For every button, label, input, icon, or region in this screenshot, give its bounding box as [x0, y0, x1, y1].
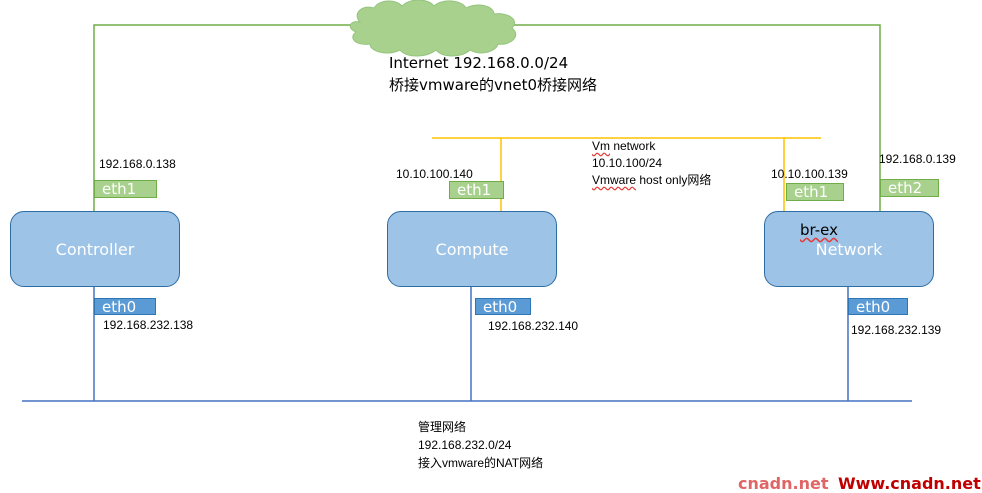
watermark-right: Www.cnadn.net — [838, 474, 981, 493]
compute-node: Compute — [387, 211, 557, 287]
br-ex-label: br-ex — [800, 221, 838, 239]
watermark-left: cnadn.net — [738, 474, 829, 493]
network-eth1-ip: 10.10.100.139 — [771, 167, 848, 181]
management-subnet: 192.168.232.0/24 — [418, 438, 512, 452]
controller-eth1-ip: 192.168.0.138 — [99, 157, 176, 171]
compute-label: Compute — [435, 239, 509, 259]
internet-bridge-note: 桥接vmware的vnet0桥接网络 — [389, 76, 598, 94]
network-eth2-badge: eth2 — [880, 179, 939, 197]
controller-label: Controller — [55, 239, 135, 259]
controller-eth0-badge: eth0 — [94, 298, 156, 315]
network-node: Network — [764, 211, 934, 287]
compute-eth0-badge: eth0 — [475, 298, 531, 315]
network-eth0-badge: eth0 — [848, 298, 908, 315]
vm-network-description: Vm network 10.10.100/24 Vmware host only… — [592, 138, 711, 189]
internet-description: Internet 192.168.0.0/24 桥接vmware的vnet0桥接… — [389, 52, 597, 96]
vm-network-subnet: 10.10.100/24 — [592, 156, 663, 170]
vm-network-type: Vmware host only网络 — [592, 173, 712, 187]
compute-eth0-ip: 192.168.232.140 — [488, 319, 579, 333]
management-description: 管理网络 192.168.232.0/24 接入vmware的NAT网络 — [418, 418, 543, 472]
management-nat-note: 接入vmware的NAT网络 — [418, 456, 544, 470]
compute-eth1-ip: 10.10.100.140 — [396, 167, 473, 181]
management-title: 管理网络 — [418, 420, 467, 434]
network-eth1-badge: eth1 — [786, 183, 844, 201]
controller-eth1-badge: eth1 — [94, 180, 157, 198]
network-label: Network — [815, 239, 883, 259]
internet-subnet: Internet 192.168.0.0/24 — [389, 54, 569, 72]
vm-network-title: Vm network — [592, 139, 656, 153]
network-eth2-ip: 192.168.0.139 — [879, 152, 956, 166]
internet-cloud — [349, 0, 517, 57]
controller-eth0-ip: 192.168.232.138 — [103, 318, 194, 332]
controller-node: Controller — [10, 211, 180, 287]
compute-eth1-badge: eth1 — [449, 181, 504, 199]
network-eth0-ip: 192.168.232.139 — [851, 323, 942, 337]
